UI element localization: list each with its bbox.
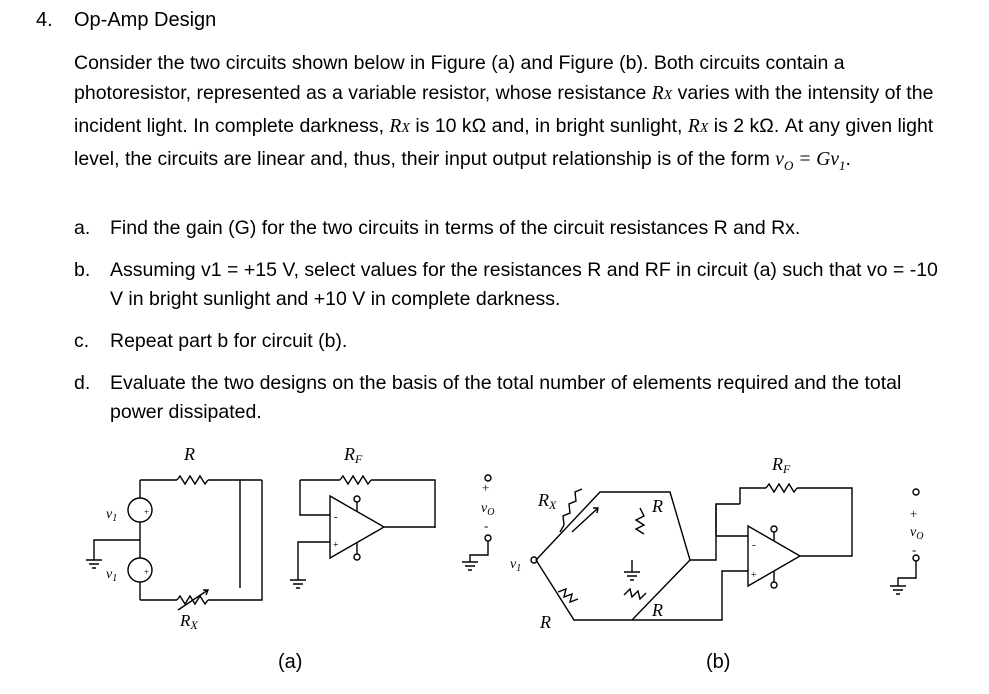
caption-a: (a) — [278, 651, 302, 673]
caption-b: (b) — [706, 651, 730, 673]
problem-title: Op-Amp Design — [74, 9, 217, 31]
intro-end: . — [845, 148, 851, 170]
label-v1-bottom-a: v1 — [106, 567, 117, 584]
circuit-a: + + v1 v1 R RX RF - + + — [86, 444, 494, 673]
opamp-a-minus: - — [334, 511, 338, 523]
intro-text-3: is 10 kΩ and, in bright sunlight, — [409, 115, 688, 137]
label-r-a: R — [183, 444, 195, 464]
label-rx-b: RX — [537, 490, 557, 512]
part-c: c. Repeat part b for circuit (b). — [74, 327, 954, 356]
label-v1-top-a: v1 — [106, 507, 117, 524]
intro-paragraph: Consider the two circuits shown below in… — [74, 48, 954, 181]
rx-symbol-2: RX — [389, 116, 410, 137]
intro-text-1: Consider the two circuits shown below in… — [74, 52, 845, 104]
source-top-plus: + — [144, 507, 149, 517]
rx-symbol-1: RX — [651, 83, 673, 104]
resistor-r-a — [176, 474, 209, 486]
ground-a-opamp — [290, 579, 306, 589]
problem-number: 4. — [36, 9, 53, 31]
ground-a-left — [86, 559, 102, 569]
resistor-rf-a — [339, 474, 372, 486]
source-bottom-plus: + — [144, 567, 149, 577]
part-b-text: Assuming v1 = +15 V, select values for t… — [110, 259, 938, 310]
part-a-text: Find the gain (G) for the two circuits i… — [110, 217, 801, 239]
circuit-figures: + + v1 v1 R RX RF - + + — [86, 444, 923, 673]
part-d: d. Evaluate the two designs on the basis… — [74, 369, 954, 427]
part-d-label: d. — [74, 372, 91, 394]
vo-a-minus: - — [484, 518, 488, 533]
part-c-label: c. — [74, 330, 90, 352]
part-d-text: Evaluate the two designs on the basis of… — [110, 372, 902, 423]
label-v1-b: v1 — [510, 557, 521, 574]
label-rx-a: RX — [179, 611, 198, 632]
ground-b-output — [890, 585, 906, 595]
label-rf-a: RF — [343, 444, 363, 466]
problem-heading: 4. Op-Amp Design — [36, 9, 216, 32]
part-a-label: a. — [74, 217, 91, 239]
part-c-text: Repeat part b for circuit (b). — [110, 330, 348, 352]
opamp-a-plus: + — [333, 540, 339, 551]
opamp-a — [329, 494, 386, 560]
intro-text-2: varies with the intensity of the inciden… — [74, 82, 934, 137]
part-b-label: b. — [74, 259, 91, 281]
vo-a-plus: + — [482, 480, 489, 495]
intro-text-4: is 2 kΩ. At any given light level, the c… — [74, 115, 934, 170]
resistor-r-right-b — [623, 587, 647, 601]
resistor-rx-b — [559, 488, 583, 533]
label-r-left-b: R — [539, 612, 551, 632]
label-vo-a: vO — [481, 501, 494, 518]
circuit-b: v1 RX R R R - + RF + vO - (b) — [510, 454, 923, 673]
equation: vO = Gv1 — [775, 149, 846, 173]
part-b: b. Assuming v1 = +15 V, select values fo… — [74, 256, 954, 314]
opamp-b-minus: - — [752, 539, 756, 551]
ground-a-output — [462, 561, 478, 571]
label-vo-b: vO — [910, 525, 923, 542]
resistor-r-left-b — [557, 587, 579, 604]
rx-symbol-3: RX — [687, 116, 709, 137]
vo-b-minus: - — [912, 542, 916, 557]
resistor-r-top-b — [634, 507, 646, 535]
opamp-b-plus: + — [751, 570, 757, 581]
ground-b-bridge — [624, 571, 640, 581]
resistor-rf-b — [765, 482, 798, 494]
label-r-right-b: R — [651, 600, 663, 620]
vo-b-plus: + — [910, 506, 917, 521]
label-rf-b: RF — [771, 454, 791, 476]
part-a: a. Find the gain (G) for the two circuit… — [74, 214, 954, 243]
label-r-top-b: R — [651, 496, 663, 516]
